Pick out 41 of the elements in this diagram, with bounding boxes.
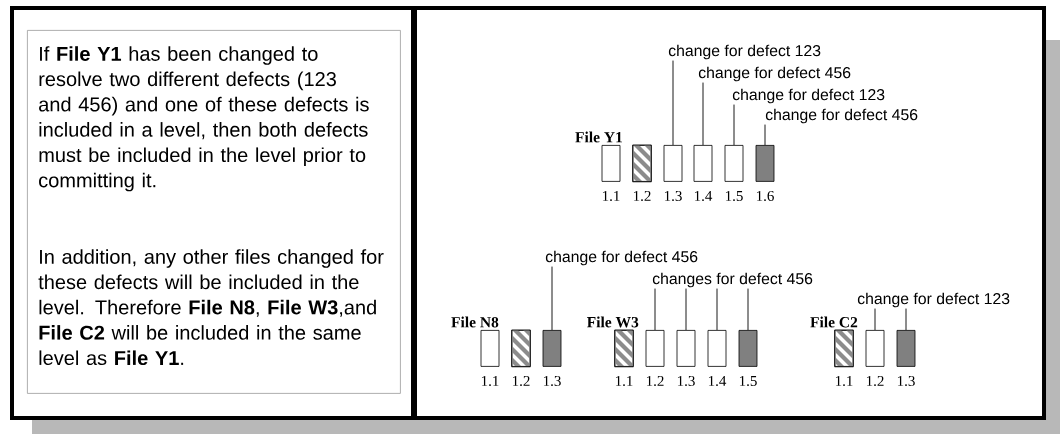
- version-label: 1.1: [481, 375, 499, 387]
- version-label: 1.2: [512, 375, 530, 387]
- leader-line: [764, 124, 766, 146]
- version-label: 1.1: [615, 375, 633, 387]
- version-label: 1.2: [633, 190, 651, 202]
- version-label: 1.3: [677, 375, 695, 387]
- callout-text: changes for defect 456: [652, 272, 813, 288]
- version-label: 1.5: [739, 375, 757, 387]
- callout-text: change for defect 456: [698, 66, 851, 82]
- leader-line: [747, 288, 749, 331]
- paragraph: In addition, any other files changed for these defects will be included in the level. Therefore File N8, File W3,and File C2 will be included in the same level as File Y1.: [38, 249, 384, 366]
- version-label: 1.4: [694, 190, 713, 202]
- version-label: 1.1: [602, 190, 620, 202]
- leader-line: [551, 266, 553, 331]
- leader-line: [716, 288, 718, 331]
- paragraph: If File Y1 has been changed to resolve two different defects (123 and 456) and one of these defects is included in a level, then both defects must be included in the level prior to committing it.: [39, 46, 369, 192]
- leader-line: [702, 82, 704, 146]
- version-label: 1.3: [664, 190, 682, 202]
- leader-line: [672, 60, 674, 146]
- callout-text: change for defect 456: [545, 250, 698, 266]
- file-label: File C2: [810, 316, 858, 328]
- version-label: 1.4: [708, 375, 727, 387]
- file-label: File W3: [587, 316, 639, 328]
- version-label: 1.2: [646, 375, 664, 387]
- version-label: 1.6: [756, 190, 774, 202]
- version-label: 1.5: [725, 190, 743, 202]
- version-label: 1.2: [866, 375, 884, 387]
- leader-line: [733, 104, 735, 146]
- callout-text: change for defect 123: [857, 292, 1010, 308]
- file-label: File Y1: [575, 131, 622, 143]
- version-label: 1.1: [835, 375, 853, 387]
- version-label: 1.3: [897, 375, 915, 387]
- leader-line: [905, 308, 907, 331]
- callout-text: change for defect 123: [668, 44, 821, 60]
- file-label: File N8: [451, 316, 499, 328]
- leader-line: [685, 288, 687, 331]
- version-label: 1.3: [543, 375, 561, 387]
- callout-text: change for defect 456: [765, 108, 918, 124]
- leader-line: [654, 288, 656, 331]
- callout-text: change for defect 123: [732, 88, 885, 104]
- leader-line: [874, 308, 876, 331]
